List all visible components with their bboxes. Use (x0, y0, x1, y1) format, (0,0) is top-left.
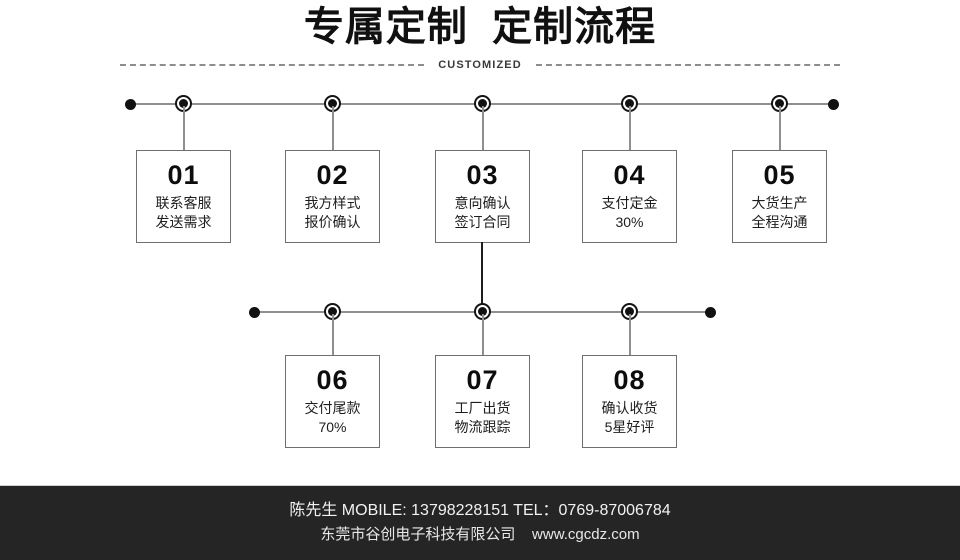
dashed-rule-right (535, 64, 840, 66)
timeline-end-dot-row2-left (249, 307, 260, 318)
step-box-06[interactable]: 06 交付尾款 70% (285, 355, 380, 448)
connector-node-02-to-box (332, 106, 334, 150)
step-box-07[interactable]: 07 工厂出货 物流跟踪 (435, 355, 530, 448)
step-label-01: 联系客服 发送需求 (155, 195, 212, 230)
subtitle-divider: CUSTOMIZED (120, 56, 840, 74)
step-number-04: 04 (613, 160, 646, 190)
connector-box-03-to-row2 (481, 242, 483, 312)
contact-footer: 陈先生 MOBILE: 13798228151 TEL：0769-8700678… (0, 485, 960, 560)
step-label-08: 确认收货 5星好评 (601, 400, 658, 435)
step-box-08[interactable]: 08 确认收货 5星好评 (582, 355, 677, 448)
timeline-node-01 (175, 95, 192, 112)
step-label-07: 工厂出货 物流跟踪 (454, 400, 511, 435)
step-box-04[interactable]: 04 支付定金 30% (582, 150, 677, 243)
connector-node-05-to-box (779, 106, 781, 150)
subtitle-label: CUSTOMIZED (438, 59, 522, 71)
connector-node-03-to-box (482, 106, 484, 150)
page-title: 专属定制 定制流程 (303, 5, 657, 49)
footer-company-line: 东莞市谷创电子科技有限公司 www.cgcdz.com (320, 526, 640, 543)
step-box-01[interactable]: 01 联系客服 发送需求 (136, 150, 231, 243)
step-box-03[interactable]: 03 意向确认 签订合同 (435, 150, 530, 243)
step-label-05: 大货生产 全程沟通 (751, 195, 808, 230)
step-box-05[interactable]: 05 大货生产 全程沟通 (732, 150, 827, 243)
timeline-end-dot-row2-right (705, 307, 716, 318)
step-box-02[interactable]: 02 我方样式 报价确认 (285, 150, 380, 243)
step-label-02: 我方样式 报价确认 (304, 195, 361, 230)
step-number-01: 01 (167, 160, 200, 190)
step-number-05: 05 (763, 160, 796, 190)
step-number-03: 03 (466, 160, 499, 190)
timeline-end-dot-row1-right (828, 99, 839, 110)
step-number-08: 08 (613, 365, 646, 395)
step-label-06: 交付尾款 70% (304, 400, 361, 435)
connector-node-07-to-box (482, 314, 484, 355)
connector-node-01-to-box (183, 106, 185, 150)
connector-node-06-to-box (332, 314, 334, 355)
connector-node-04-to-box (629, 106, 631, 150)
step-label-03: 意向确认 签订合同 (454, 195, 511, 230)
step-number-06: 06 (316, 365, 349, 395)
dashed-rule-left (120, 64, 425, 66)
step-label-04: 支付定金 30% (601, 195, 658, 230)
step-number-02: 02 (316, 160, 349, 190)
step-number-07: 07 (466, 365, 499, 395)
connector-node-08-to-box (629, 314, 631, 355)
timeline-end-dot-row1-left (125, 99, 136, 110)
footer-contact-line: 陈先生 MOBILE: 13798228151 TEL：0769-8700678… (289, 502, 671, 519)
